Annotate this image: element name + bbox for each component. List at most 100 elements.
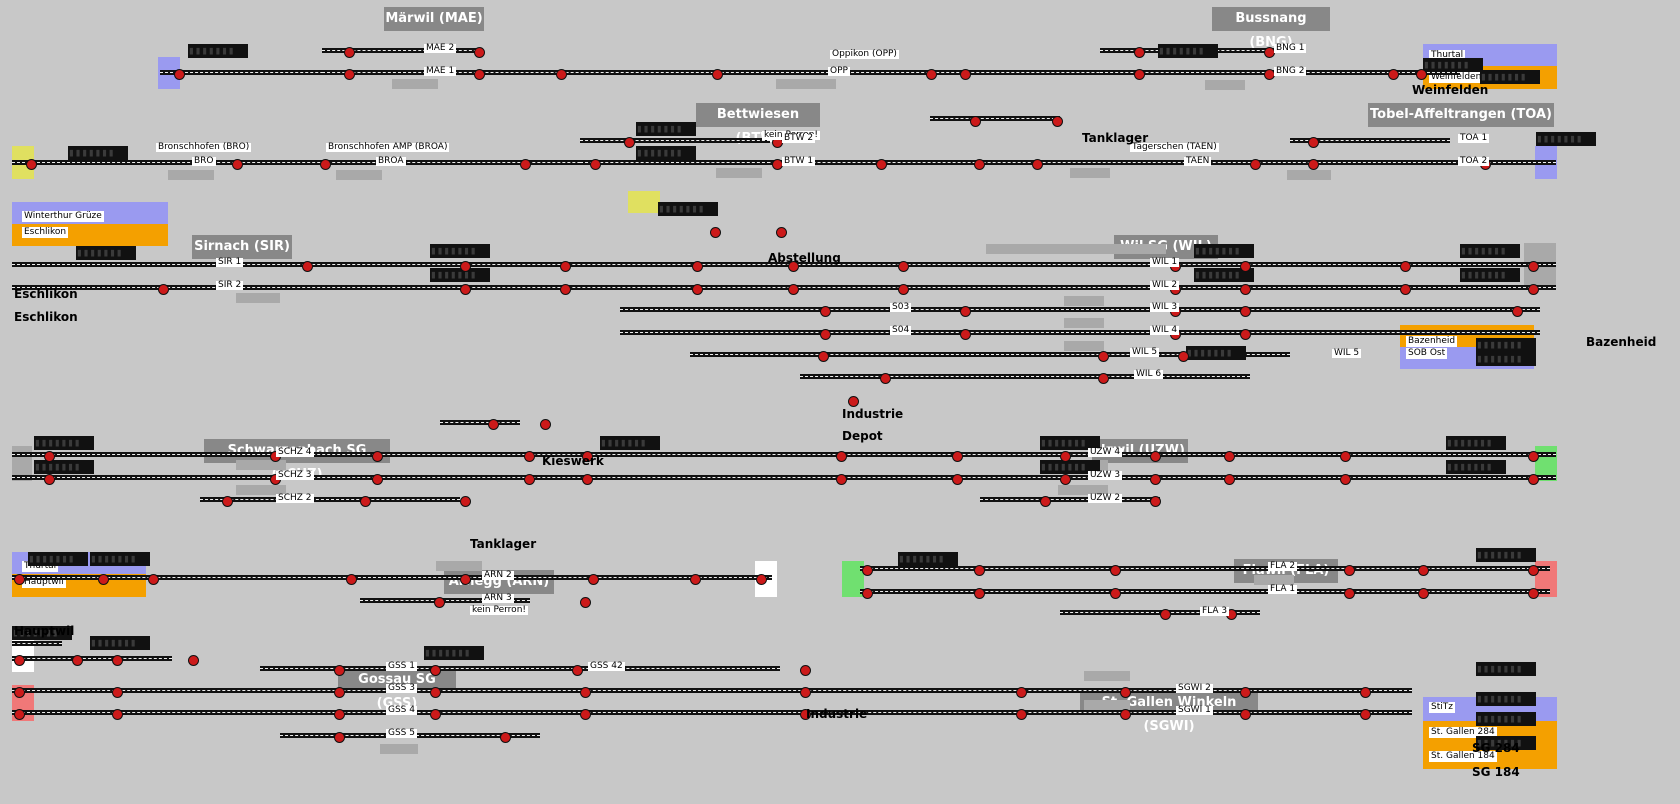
signal-icon[interactable] — [880, 373, 891, 384]
train-number-display[interactable]: ▮▮▮▮▮▮▮ — [1476, 662, 1536, 676]
signal-icon[interactable] — [1308, 159, 1319, 170]
train-number-display[interactable]: ▮▮▮▮▮▮▮ — [90, 636, 150, 650]
track-segment[interactable] — [580, 138, 770, 143]
signal-icon[interactable] — [174, 69, 185, 80]
signal-icon[interactable] — [44, 474, 55, 485]
signal-icon[interactable] — [712, 69, 723, 80]
track-segment[interactable] — [322, 48, 482, 53]
signal-icon[interactable] — [1016, 687, 1027, 698]
train-number-display[interactable]: ▮▮▮▮▮▮▮ — [1476, 338, 1536, 352]
signal-icon[interactable] — [848, 396, 859, 407]
signal-icon[interactable] — [1340, 474, 1351, 485]
train-number-display[interactable]: ▮▮▮▮▮▮▮ — [90, 552, 150, 566]
train-number-display[interactable]: ▮▮▮▮▮▮▮ — [1423, 58, 1483, 72]
signal-icon[interactable] — [1160, 609, 1171, 620]
signal-icon[interactable] — [334, 709, 345, 720]
train-number-display[interactable]: ▮▮▮▮▮▮▮ — [1186, 346, 1246, 360]
signal-icon[interactable] — [1134, 69, 1145, 80]
signal-icon[interactable] — [960, 306, 971, 317]
signal-icon[interactable] — [1150, 451, 1161, 462]
signal-icon[interactable] — [710, 227, 721, 238]
signal-icon[interactable] — [580, 597, 591, 608]
signal-icon[interactable] — [72, 655, 83, 666]
signal-icon[interactable] — [876, 159, 887, 170]
signal-icon[interactable] — [344, 47, 355, 58]
signal-icon[interactable] — [1240, 709, 1251, 720]
signal-icon[interactable] — [818, 351, 829, 362]
train-number-display[interactable]: ▮▮▮▮▮▮▮ — [1040, 460, 1100, 474]
train-number-display[interactable]: ▮▮▮▮▮▮▮ — [1460, 268, 1520, 282]
signal-icon[interactable] — [1110, 588, 1121, 599]
train-number-display[interactable]: ▮▮▮▮▮▮▮ — [1194, 244, 1254, 258]
signal-icon[interactable] — [974, 159, 985, 170]
signal-icon[interactable] — [1098, 373, 1109, 384]
signal-icon[interactable] — [44, 451, 55, 462]
track-segment[interactable] — [322, 70, 482, 75]
signal-icon[interactable] — [560, 284, 571, 295]
train-number-display[interactable]: ▮▮▮▮▮▮▮ — [1040, 436, 1100, 450]
signal-icon[interactable] — [1120, 687, 1131, 698]
signal-icon[interactable] — [524, 451, 535, 462]
signal-icon[interactable] — [460, 496, 471, 507]
train-number-display[interactable]: ▮▮▮▮▮▮▮ — [1446, 436, 1506, 450]
signal-icon[interactable] — [14, 574, 25, 585]
panel-stgallen[interactable]: StiTz St. Gallen 284 St. Gallen 184 — [1423, 697, 1557, 769]
signal-icon[interactable] — [540, 419, 551, 430]
signal-icon[interactable] — [952, 451, 963, 462]
signal-icon[interactable] — [14, 709, 25, 720]
track-segment[interactable] — [620, 330, 1540, 335]
train-number-display[interactable]: ▮▮▮▮▮▮▮ — [1460, 244, 1520, 258]
signal-icon[interactable] — [1240, 261, 1251, 272]
signal-icon[interactable] — [1150, 474, 1161, 485]
signal-icon[interactable] — [1240, 306, 1251, 317]
track-segment[interactable] — [580, 160, 770, 165]
signal-icon[interactable] — [1120, 709, 1131, 720]
signal-icon[interactable] — [862, 588, 873, 599]
signal-icon[interactable] — [222, 496, 233, 507]
signal-icon[interactable] — [690, 574, 701, 585]
signal-icon[interactable] — [430, 665, 441, 676]
signal-icon[interactable] — [334, 687, 345, 698]
signal-icon[interactable] — [334, 732, 345, 743]
signal-icon[interactable] — [434, 597, 445, 608]
signal-icon[interactable] — [460, 261, 471, 272]
signal-icon[interactable] — [346, 574, 357, 585]
signal-icon[interactable] — [788, 284, 799, 295]
track-segment[interactable] — [12, 688, 1412, 693]
track-segment[interactable] — [12, 656, 172, 661]
signal-icon[interactable] — [14, 687, 25, 698]
signal-icon[interactable] — [1388, 69, 1399, 80]
track-segment[interactable] — [12, 641, 62, 646]
train-number-display[interactable]: ▮▮▮▮▮▮▮ — [636, 122, 696, 136]
signal-icon[interactable] — [1512, 306, 1523, 317]
signal-icon[interactable] — [302, 261, 313, 272]
signal-icon[interactable] — [692, 284, 703, 295]
signal-icon[interactable] — [460, 574, 471, 585]
signal-icon[interactable] — [520, 159, 531, 170]
signal-icon[interactable] — [1032, 159, 1043, 170]
train-number-display[interactable]: ▮▮▮▮▮▮▮ — [34, 436, 94, 450]
signal-icon[interactable] — [960, 69, 971, 80]
signal-icon[interactable] — [1060, 451, 1071, 462]
train-number-display[interactable]: ▮▮▮▮▮▮▮ — [600, 436, 660, 450]
signal-icon[interactable] — [360, 496, 371, 507]
train-number-display[interactable]: ▮▮▮▮▮▮▮ — [68, 146, 128, 160]
track-segment[interactable] — [1100, 70, 1280, 75]
signal-icon[interactable] — [974, 588, 985, 599]
train-number-display[interactable]: ▮▮▮▮▮▮▮ — [188, 44, 248, 58]
train-number-display[interactable]: ▮▮▮▮▮▮▮ — [658, 202, 718, 216]
train-number-display[interactable]: ▮▮▮▮▮▮▮ — [12, 626, 72, 640]
signal-icon[interactable] — [800, 665, 811, 676]
signal-icon[interactable] — [776, 227, 787, 238]
track-segment[interactable] — [12, 285, 1556, 290]
signal-icon[interactable] — [820, 329, 831, 340]
track-segment[interactable] — [360, 598, 530, 603]
signal-icon[interactable] — [820, 306, 831, 317]
signal-icon[interactable] — [960, 329, 971, 340]
signal-icon[interactable] — [588, 574, 599, 585]
signal-icon[interactable] — [970, 116, 981, 127]
track-segment[interactable] — [620, 307, 1540, 312]
track-segment[interactable] — [1290, 138, 1450, 143]
signal-icon[interactable] — [1110, 565, 1121, 576]
train-number-display[interactable]: ▮▮▮▮▮▮▮ — [1476, 736, 1536, 750]
